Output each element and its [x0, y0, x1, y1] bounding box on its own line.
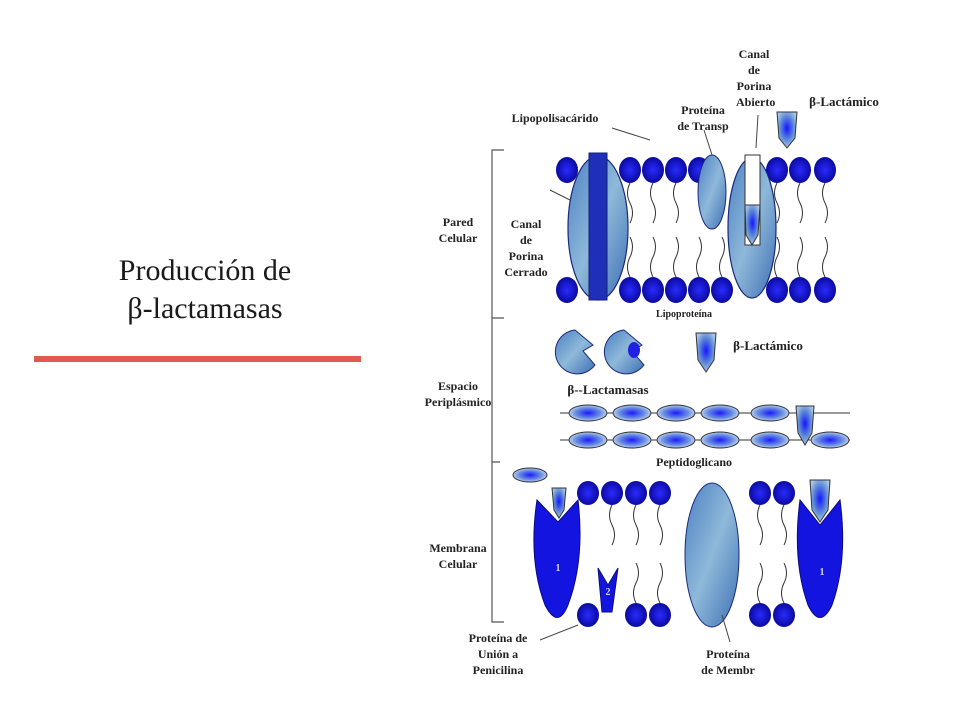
beta-lactam-mid [695, 332, 717, 373]
inner-membrane-bottom-row [577, 603, 795, 627]
closed-porin-channel [567, 152, 629, 301]
outer-membrane-bottom-row [556, 277, 836, 303]
beta-lactamase-enzymes [554, 329, 645, 375]
pbp1-left-shape [533, 498, 581, 618]
inner-membrane-top-row [577, 481, 795, 505]
pbp2-shape [597, 567, 619, 613]
slide-title: Producción de β-lactamasas [60, 252, 350, 328]
label-pbp1-right: 1 [819, 567, 825, 578]
beta-lactam-bound-right [809, 479, 831, 523]
label-proteina-membr: Proteína de Membr [701, 647, 755, 677]
label-membrana-celular: Membrana Celular [429, 541, 487, 571]
leader-lines-top [549, 114, 759, 201]
label-lactamico-top: β-Lactámico [809, 94, 879, 109]
open-porin-channel [727, 154, 777, 299]
title-underline [34, 356, 361, 362]
label-canal-abierto: Canal de Porina Abierto [736, 47, 776, 109]
label-pbp2: 2 [605, 587, 611, 598]
label-lipoproteina: Lipoproteína [656, 309, 712, 320]
title-line-2: β-lactamasas [127, 292, 283, 325]
peptidoglycan-layer [512, 404, 850, 483]
inner-membrane-tails [609, 504, 787, 604]
leader-lines-bottom [539, 614, 731, 643]
title-line-1: Producción de [118, 254, 292, 287]
label-pared-celular: Pared Celular [438, 215, 478, 245]
transport-protein [697, 154, 727, 230]
region-bracket [491, 149, 504, 623]
label-peptidoglicano: Peptidoglicano [655, 455, 732, 469]
label-pbp: Proteína de Unión a Penicilina [468, 631, 528, 677]
label-lipopolisacarido: Lipopolisacárido [511, 111, 599, 125]
pbp1-right-shape [796, 498, 844, 618]
membrane-protein [684, 482, 740, 628]
label-proteina-transp: Proteína de Transp [677, 103, 729, 133]
beta-lactam-bound-left [551, 487, 567, 519]
beta-lactam-top [776, 111, 798, 149]
label-espacio-periplasmico: Espacio Periplásmico [424, 379, 492, 409]
outer-membrane-tails [627, 182, 828, 278]
label-lactamasas: β--Lactamasas [567, 382, 649, 397]
label-canal-cerrado: Canal de Porina Cerrado [504, 217, 548, 279]
label-pbp1-left: 1 [555, 563, 561, 574]
label-lactamico-mid: β-Lactámico [733, 338, 803, 353]
